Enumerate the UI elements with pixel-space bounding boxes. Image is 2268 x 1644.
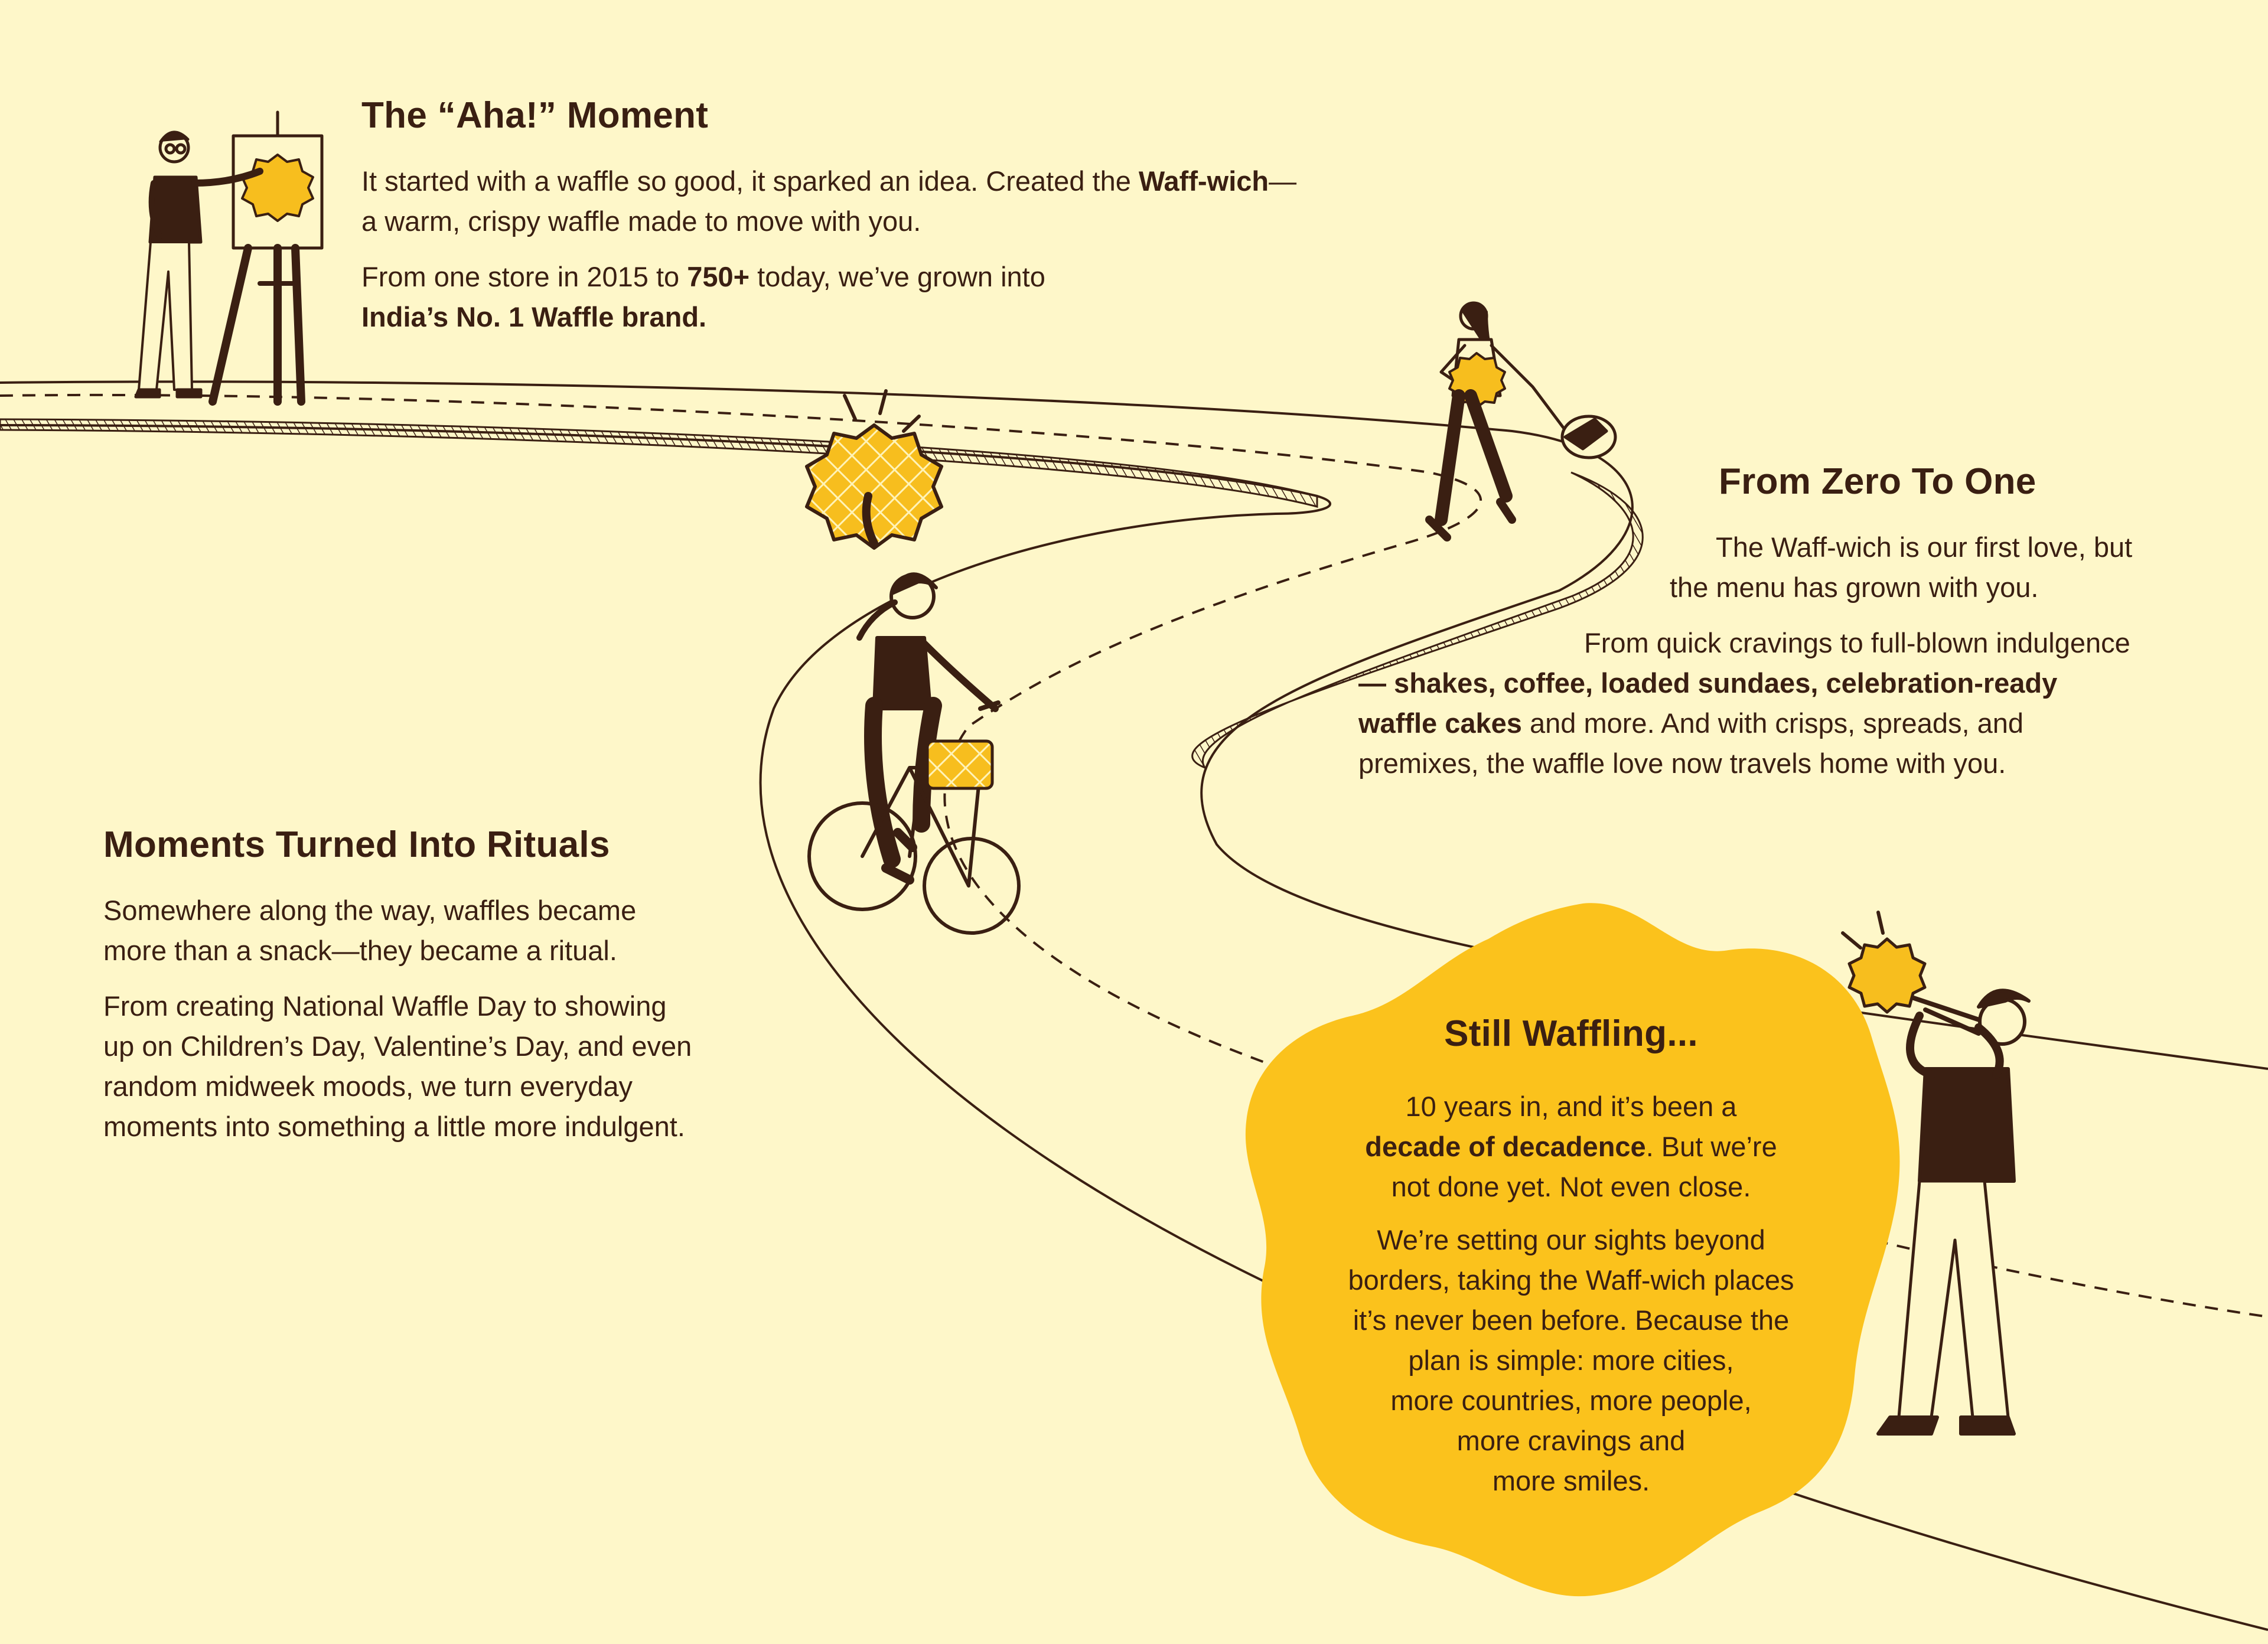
- person-cycling-holding-waffle-icon: [805, 389, 1021, 935]
- section-title: From Zero To One: [1719, 461, 2036, 502]
- section-paragraph: From quick cravings to full-blown indulg…: [1358, 627, 2130, 779]
- section-title: The “Aha!” Moment: [361, 95, 709, 136]
- section-title: Moments Turned Into Rituals: [103, 824, 610, 865]
- person-painting-waffle-icon: [134, 110, 324, 406]
- section-paragraph: We’re setting our sights beyond borders,…: [1348, 1224, 1794, 1496]
- section-title: Still Waffling...: [1444, 1013, 1698, 1054]
- section-paragraph: From creating National Waffle Day to sho…: [103, 990, 692, 1142]
- section-paragraph: The Waff-wich is our first love, but the…: [1670, 531, 2133, 603]
- section-paragraph: Somewhere along the way, waffles became …: [103, 895, 637, 966]
- section-paragraph: From one store in 2015 to 750+ today, we…: [361, 261, 1045, 332]
- section-paragraph: 10 years in, and it’s been a decade of d…: [1365, 1091, 1777, 1202]
- section-aha-moment: The “Aha!” Moment It started with a waff…: [361, 94, 1484, 353]
- road-center-dash: [0, 393, 2268, 1318]
- section-still-waffling: Still Waffling... 10 years in, and it’s …: [1293, 1013, 1849, 1514]
- road-curb-left: [0, 418, 1318, 508]
- section-from-zero-to-one: From Zero To One The Waff-wich is our fi…: [1358, 461, 2221, 799]
- road-curb-right: [1191, 471, 1644, 770]
- still-waffling-blob: [1245, 903, 1900, 1597]
- section-moments-rituals: Moments Turned Into Rituals Somewhere al…: [103, 824, 883, 1162]
- person-playing-trumpet-icon: [1841, 911, 2031, 1436]
- person-walking-with-waffle-icon: [1425, 301, 1617, 542]
- section-paragraph: It started with a waffle so good, it spa…: [361, 165, 1297, 237]
